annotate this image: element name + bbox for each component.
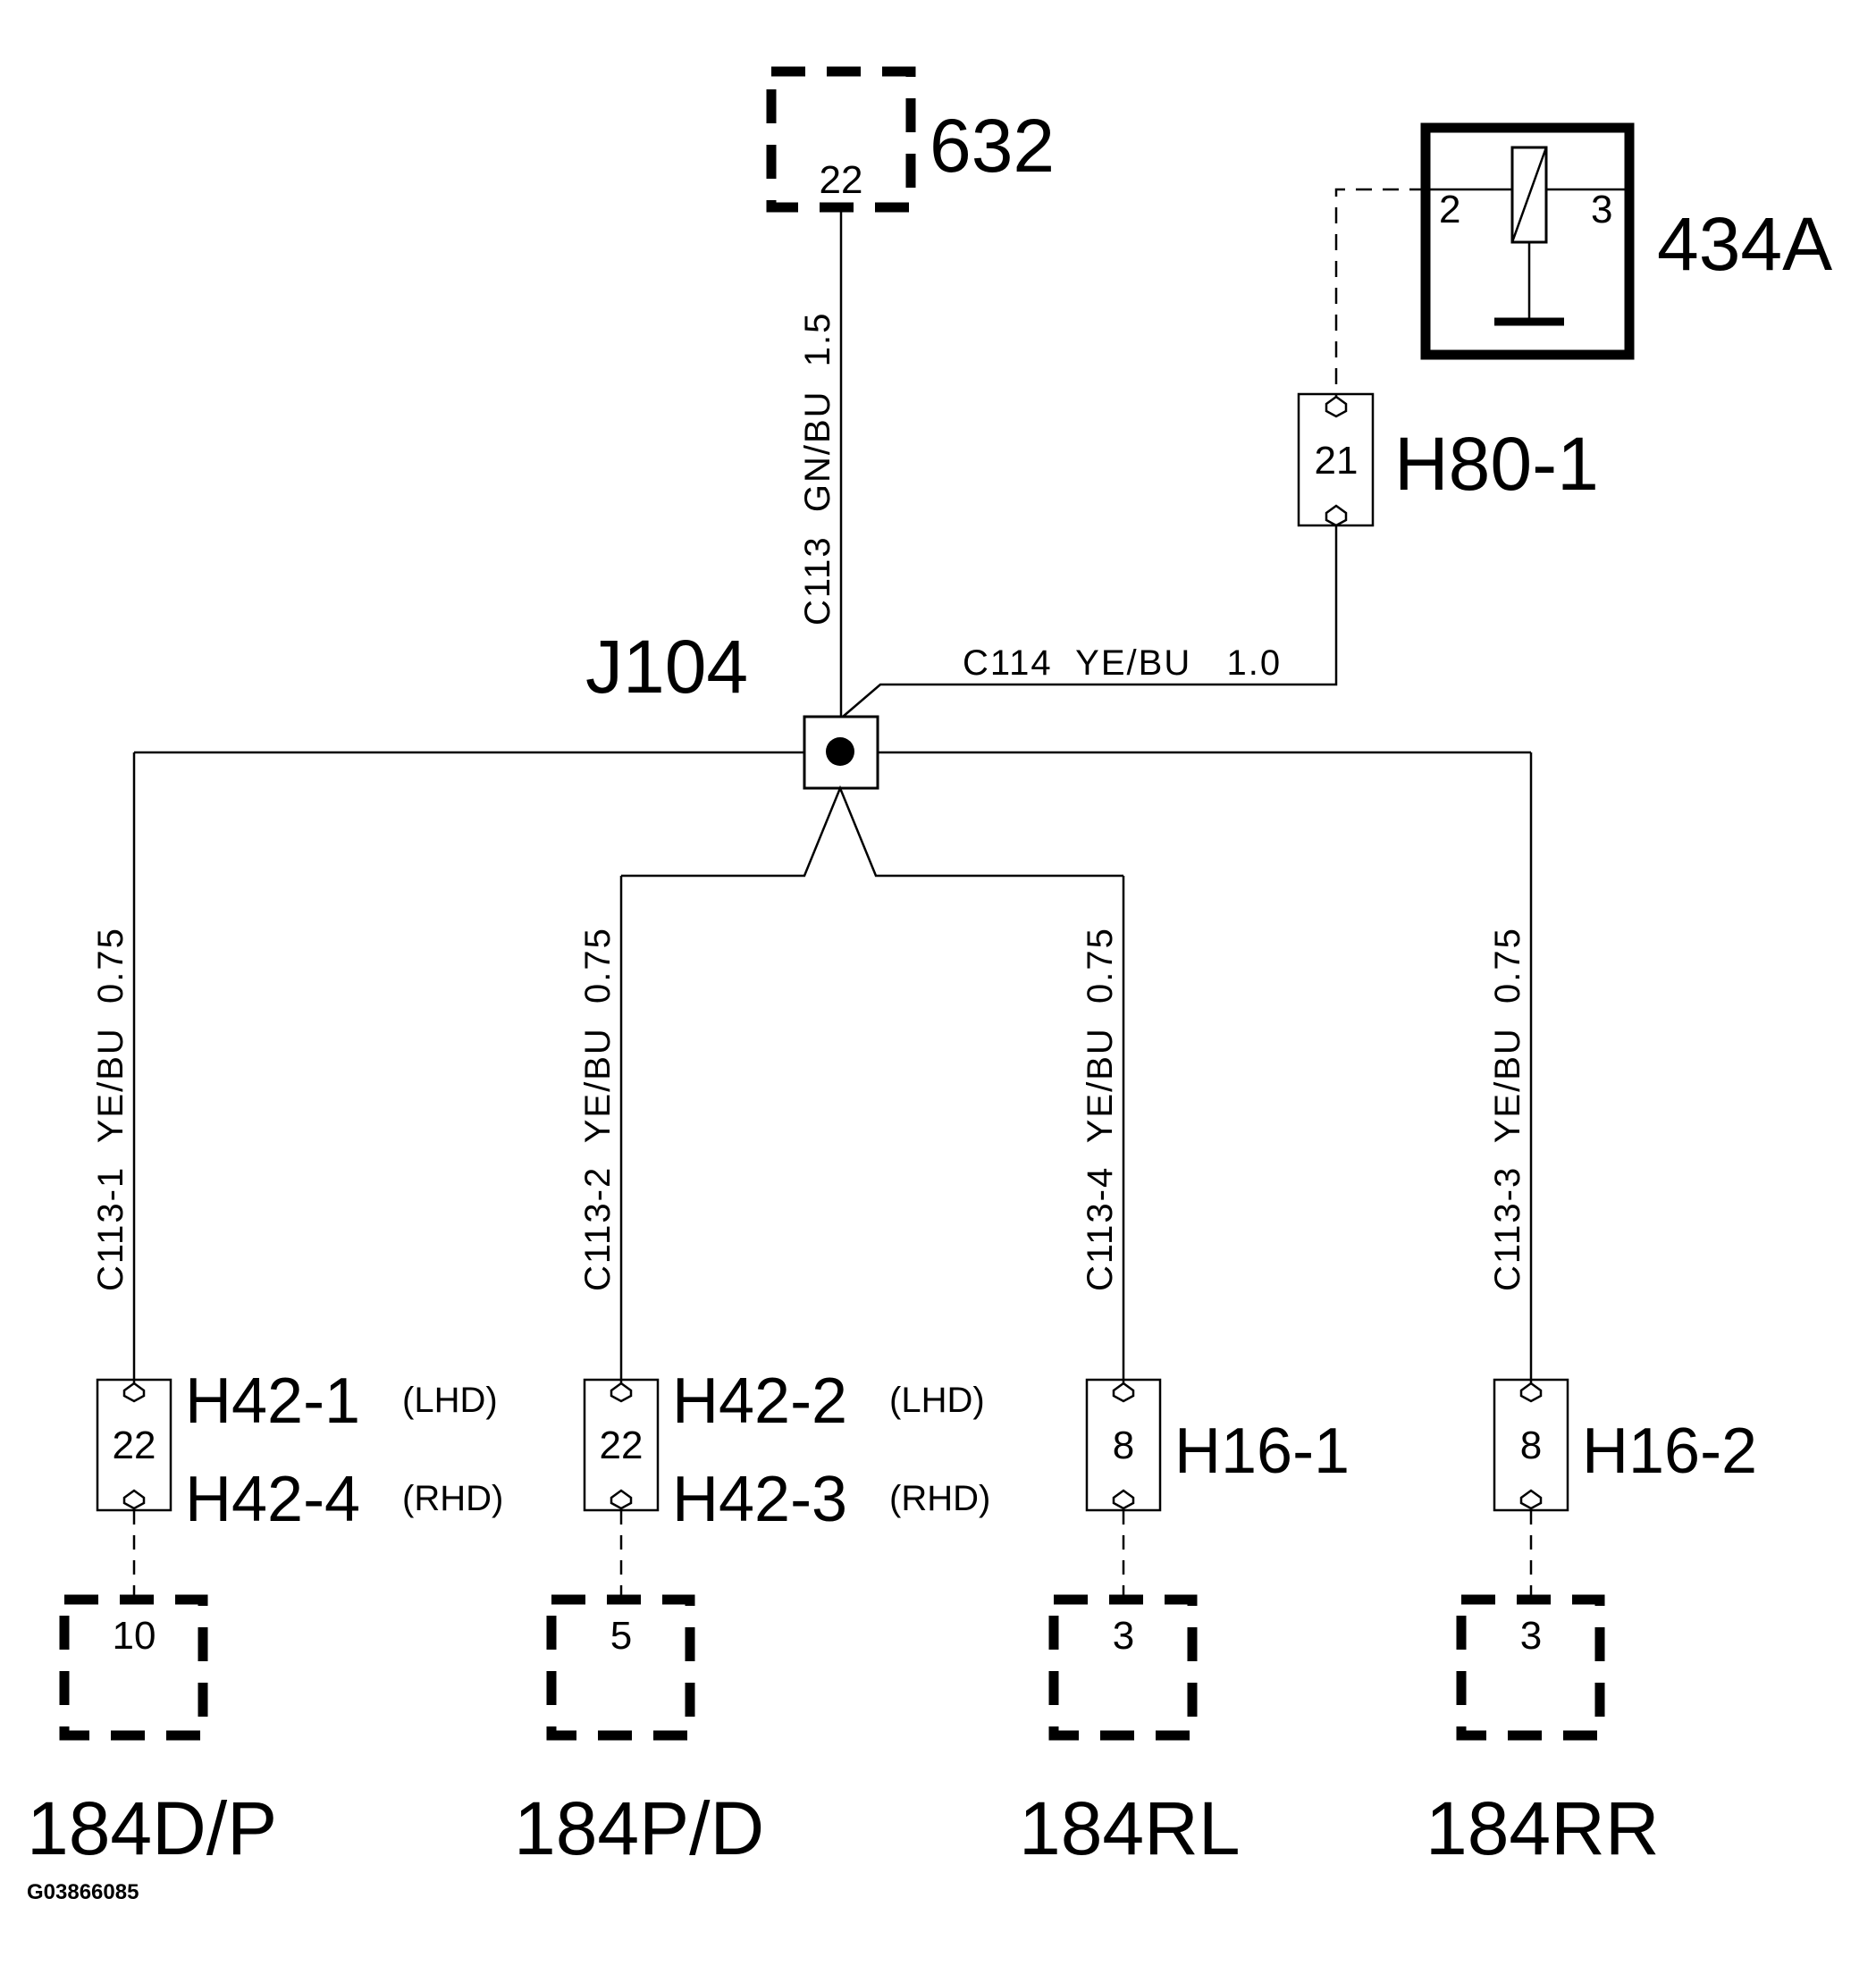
connector-h16-1: 8 H16-1 — [1085, 1378, 1350, 1512]
component-184dp-pin: 10 — [113, 1614, 156, 1658]
connector-h42-1-label: H42-1 — [185, 1365, 360, 1437]
connector-h42-2-label: H42-2 — [672, 1365, 847, 1437]
connector-h42-3-label: H42-3 — [672, 1464, 847, 1535]
connector-h42-3-tag: (RHD) — [889, 1479, 990, 1518]
connector-h16-2: 8 H16-2 — [1493, 1378, 1757, 1512]
component-184rr-label: 184RR — [1426, 1786, 1659, 1870]
component-434a-label: 434A — [1657, 202, 1832, 286]
component-184pd-label: 184P/D — [514, 1786, 764, 1870]
splice-j104-label: J104 — [585, 625, 748, 709]
connector-h16-1-label: H16-1 — [1174, 1415, 1350, 1487]
wire-c113-label: C113 GN/BU 1.5 — [798, 312, 837, 626]
connector-h42-1: 22 H42-1 (LHD) H42-4 (RHD) — [96, 1365, 503, 1535]
wire-c114-label: C114 YE/BU 1.0 — [963, 643, 1282, 683]
wire-c113-4-label: C113-4 YE/BU 0.75 — [1081, 927, 1120, 1291]
component-184rr-pin: 3 — [1520, 1614, 1542, 1658]
component-632-label: 632 — [930, 104, 1055, 188]
fork-wire — [621, 785, 1123, 878]
component-434a: 2 3 434A — [1420, 122, 1832, 360]
splice-j104: J104 — [585, 625, 879, 790]
component-184pd-pin: 5 — [610, 1614, 632, 1658]
component-184rr: 3 184RR — [1426, 1594, 1659, 1870]
wire-c113-1-label: C113-1 YE/BU 0.75 — [91, 927, 130, 1291]
connector-h42-2-tag: (LHD) — [889, 1381, 985, 1420]
connector-h42-4-tag: (RHD) — [402, 1479, 503, 1518]
component-184rl-pin: 3 — [1113, 1614, 1134, 1658]
connector-h16-1-pin: 8 — [1113, 1424, 1134, 1467]
figure-id: G03866085 — [27, 1880, 139, 1904]
component-184dp-label: 184D/P — [27, 1786, 277, 1870]
connector-h42-2: 22 H42-2 (LHD) H42-3 (RHD) — [583, 1365, 990, 1535]
component-184pd: 5 184P/D — [514, 1594, 764, 1870]
connector-h42-4-label: H42-4 — [185, 1464, 360, 1535]
wire-c113-2-label: C113-2 YE/BU 0.75 — [578, 927, 618, 1291]
connector-h80-1-pin: 21 — [1315, 439, 1359, 483]
component-184dp: 10 184D/P — [27, 1594, 277, 1870]
connector-h42-1-tag: (LHD) — [402, 1381, 498, 1420]
component-184rl-label: 184RL — [1019, 1786, 1241, 1870]
connector-h42-1-pin: 22 — [113, 1424, 156, 1467]
component-434a-pin-right: 3 — [1591, 188, 1612, 231]
splice-node-icon — [826, 737, 854, 766]
connector-h16-2-label: H16-2 — [1582, 1415, 1757, 1487]
connector-h42-2-pin: 22 — [600, 1424, 644, 1467]
component-434a-pin-left: 2 — [1439, 188, 1460, 231]
component-632: 22 632 — [766, 66, 1055, 213]
wire-c114 — [842, 525, 1338, 718]
wire-c113-3-label: C113-3 YE/BU 0.75 — [1488, 927, 1527, 1291]
connector-h16-2-pin: 8 — [1520, 1424, 1542, 1467]
connector-h80-1: 21 H80-1 — [1297, 392, 1599, 527]
dashed-link-434a — [1334, 188, 1426, 397]
component-632-pin: 22 — [820, 158, 863, 202]
component-184rl: 3 184RL — [1019, 1594, 1241, 1870]
connector-h80-1-label: H80-1 — [1394, 422, 1599, 506]
